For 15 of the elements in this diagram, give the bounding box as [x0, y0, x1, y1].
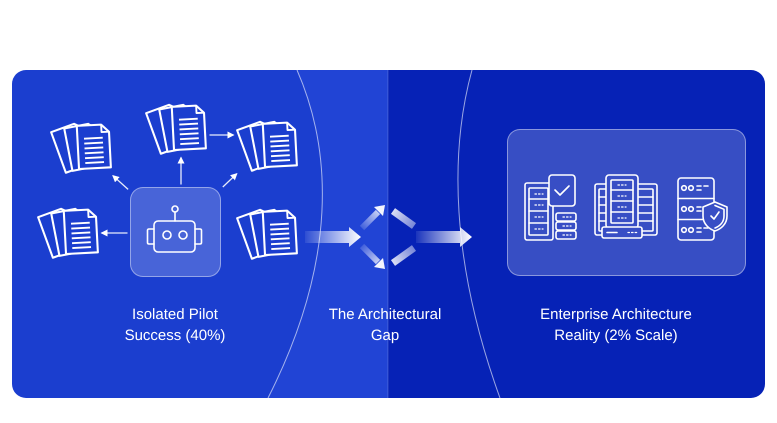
server-panel: [507, 129, 746, 276]
document-stack-icon: [145, 101, 207, 155]
arrow: [222, 173, 238, 188]
document-stack-icon: [50, 120, 112, 174]
document-stack-icon: [37, 205, 99, 259]
robot-tile: [130, 187, 221, 277]
section-caption: Isolated Pilot Success (40%): [124, 305, 226, 346]
document-stack-icon: [236, 206, 298, 260]
arrow: [210, 132, 234, 138]
document-stack-icon: [236, 118, 298, 172]
arrow: [112, 175, 129, 190]
arrow: [178, 156, 184, 184]
section-caption: The Architectural Gap: [328, 305, 442, 346]
arrow: [100, 230, 128, 236]
section-caption: Enterprise Architecture Reality (2% Scale): [539, 305, 693, 346]
